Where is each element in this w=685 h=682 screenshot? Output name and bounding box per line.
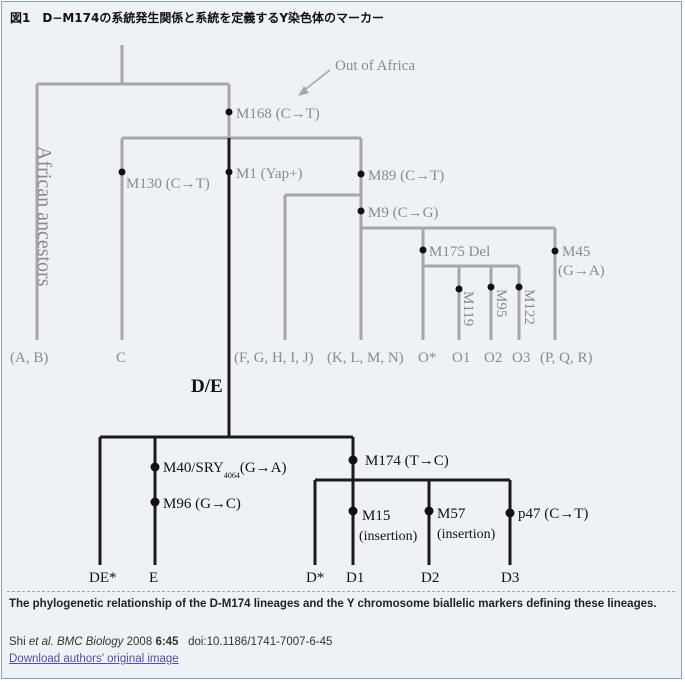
m9-dot [357,207,365,215]
m1-label: M1 (Yap+) [236,166,303,182]
m40-dot [150,462,160,472]
citation-year: 2008 [126,636,153,648]
m95-label: M95 [493,289,509,317]
m89-label: M89 (C→T) [368,168,444,184]
m119-dot [455,285,463,293]
m57-dot [424,506,434,516]
tip-fghij: (F, G, H, I, J) [234,350,314,366]
tip-ab: (A, B) [10,350,48,366]
tip-e: E [149,570,158,586]
tip-destar: DE* [89,570,117,586]
m57-label: M57 [437,506,466,522]
m96-dot [150,497,160,507]
m122-dot [515,283,523,291]
tip-ostar: O* [418,350,436,366]
lower-tip-labels: DE* E D* D1 D2 D3 [89,570,519,586]
m15-dot [348,506,358,516]
download-original-image-link[interactable]: Download authors' original image [9,653,179,665]
figure-title: 図1 D−M174の系統発生関係と系統を定義するY染色体のマーカー [10,11,385,25]
figure-caption: The phylogenetic relationship of the D-M… [9,598,657,610]
out-of-africa-arrow [298,69,331,96]
tip-c: C [116,350,126,366]
m175-dot [419,246,427,254]
tip-dstar: D* [306,570,324,586]
m89-dot [357,170,365,178]
m40-sub: 4064 [224,471,240,480]
m175-label: M175 Del [429,244,490,260]
citation-etal: et al. [28,636,54,648]
tip-o3: O3 [512,350,530,366]
m40-label: M40/SRY4064(G→A) [163,460,287,480]
m1-dot [225,168,233,176]
m174-label: M174 (T→C) [365,453,449,469]
m45-dot [551,247,559,255]
tip-d1: D1 [346,570,364,586]
tip-o1: O1 [452,350,470,366]
marker-dots [118,108,559,518]
m40-main: M40/SRY [163,460,224,476]
m130-label: M130 (C→T) [126,176,210,192]
lower-marker-labels: M40/SRY4064(G→A) M96 (G→C) M174 (T→C) M1… [163,453,588,544]
m174-dot [348,455,358,465]
m122-label: M122 [521,289,537,325]
m9-label: M9 (C→G) [368,205,438,221]
m119-label: M119 [460,291,476,326]
african-ancestors-label: African ancestors [33,146,55,287]
m15-insertion: (insertion) [359,529,418,544]
caption-divider [7,591,675,592]
tip-o2: O2 [484,350,502,366]
citation: Shi et al. BMC Biology 2008 6:45 doi:10.… [9,636,332,648]
m130-dot [118,168,126,176]
m95-dot [487,283,495,291]
m168-label: M168 (C→T) [236,106,320,122]
citation-journal: BMC Biology [56,636,124,648]
upper-tip-labels: (A, B) C (F, G, H, I, J) (K, L, M, N) O*… [10,350,593,366]
citation-authors: Shi [9,636,26,648]
out-of-africa-label: Out of Africa [335,58,415,74]
m40-tail: (G→A) [240,460,287,476]
m45-label-line1: M45 [562,244,590,260]
upper-tree-branches [35,45,557,340]
de-label: D/E [191,376,223,397]
tip-pqr: (P, Q, R) [540,350,593,366]
phylogenetic-tree: Out of Africa M168 (C→T) M130 (C→T) M1 (… [10,45,605,586]
citation-volume: 6:45 [155,636,179,648]
m168-dot [225,108,233,116]
m57-insertion: (insertion) [437,527,496,542]
upper-marker-labels: Out of Africa M168 (C→T) M130 (C→T) M1 (… [33,58,605,326]
tip-klmn: (K, L, M, N) [327,350,404,366]
tip-d2: D2 [421,570,439,586]
citation-doi: doi:10.1186/1741-7007-6-45 [188,636,333,648]
p47-label: p47 (C→T) [518,506,588,522]
p47-dot [505,508,515,518]
tip-d3: D3 [501,570,519,586]
m15-label: M15 [362,508,390,524]
m96-label: M96 (G→C) [163,496,241,512]
m45-label-line2: (G→A) [558,263,605,279]
